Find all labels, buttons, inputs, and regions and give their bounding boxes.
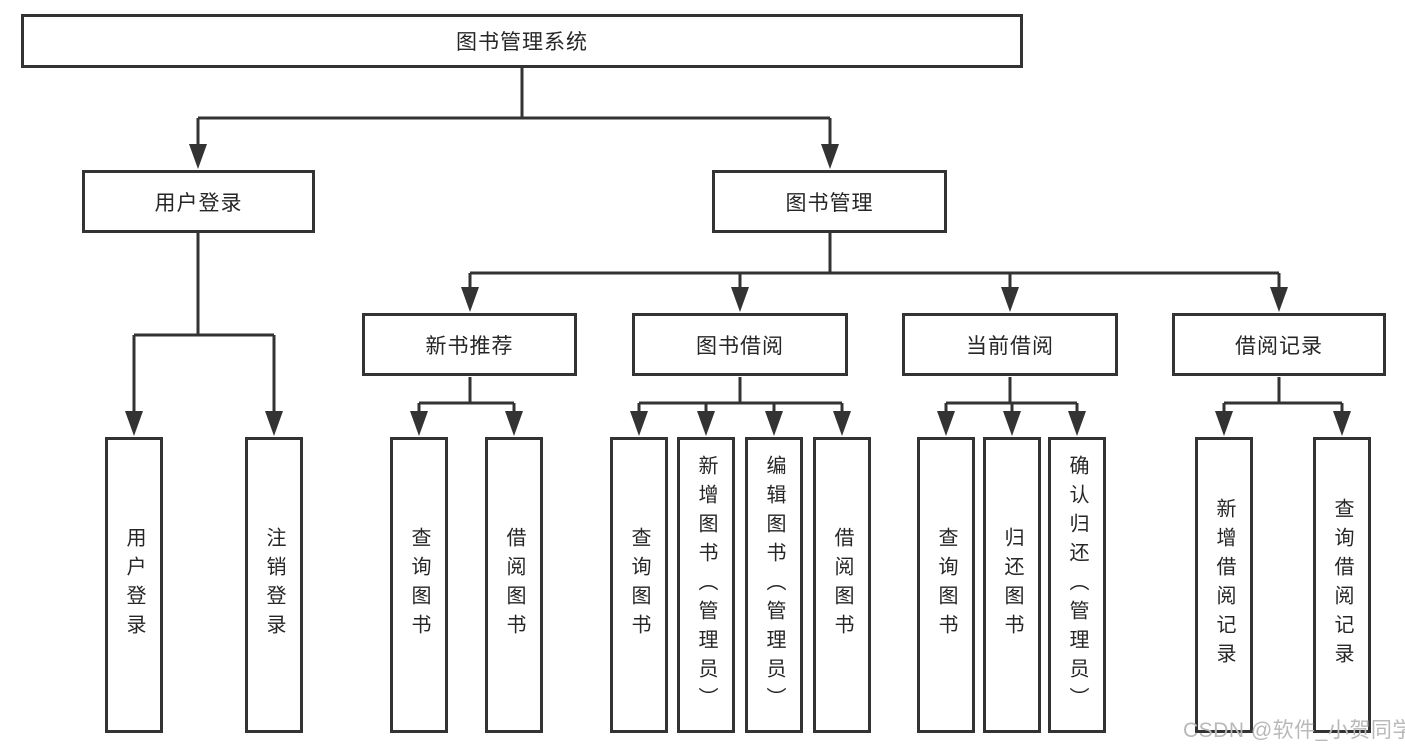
leaf-query-borrow-record: 查询借阅记录 <box>1313 437 1371 733</box>
leaf-recommend-query-books-label: 查询图书 <box>408 527 430 643</box>
leaf-add-borrow-record: 新增借阅记录 <box>1195 437 1253 733</box>
leaf-edit-books-admin-label: 编辑图书（管理员） <box>763 454 785 716</box>
leaf-borrowing-borrow-books: 借阅图书 <box>813 437 871 733</box>
leaf-confirm-return-admin-label: 确认归还（管理员） <box>1066 454 1088 716</box>
leaf-current-query-books-label: 查询图书 <box>935 527 957 643</box>
leaf-confirm-return-admin: 确认归还（管理员） <box>1048 437 1106 733</box>
node-user-login: 用户登录 <box>82 170 315 233</box>
leaf-add-books-admin-label: 新增图书（管理员） <box>695 454 717 716</box>
node-book-management: 图书管理 <box>712 170 947 233</box>
leaf-logout: 注销登录 <box>245 437 303 733</box>
leaf-edit-books-admin: 编辑图书（管理员） <box>745 437 803 733</box>
leaf-add-borrow-record-label: 新增借阅记录 <box>1213 498 1235 672</box>
arrowheads <box>125 144 1351 436</box>
node-book-borrowing: 图书借阅 <box>632 313 848 376</box>
csdn-watermark: CSDN @软件_小贺同学 <box>1183 719 1405 742</box>
leaf-borrowing-borrow-books-label: 借阅图书 <box>831 527 853 643</box>
leaf-add-books-admin: 新增图书（管理员） <box>677 437 735 733</box>
node-borrowing-records: 借阅记录 <box>1172 313 1386 376</box>
leaf-logout-label: 注销登录 <box>263 527 285 643</box>
leaf-recommend-borrow-books: 借阅图书 <box>485 437 543 733</box>
leaf-recommend-borrow-books-label: 借阅图书 <box>503 527 525 643</box>
node-current-borrowing: 当前借阅 <box>902 313 1118 376</box>
leaf-current-query-books: 查询图书 <box>917 437 975 733</box>
leaf-recommend-query-books: 查询图书 <box>390 437 448 733</box>
node-new-book-recommend: 新书推荐 <box>362 313 577 376</box>
leaf-user-login-label: 用户登录 <box>123 527 145 643</box>
leaf-query-borrow-record-label: 查询借阅记录 <box>1331 498 1353 672</box>
leaf-return-books-label: 归还图书 <box>1001 527 1023 643</box>
leaf-borrowing-query-books: 查询图书 <box>610 437 668 733</box>
leaf-user-login: 用户登录 <box>105 437 163 733</box>
leaf-return-books: 归还图书 <box>983 437 1041 733</box>
leaf-borrowing-query-books-label: 查询图书 <box>628 527 650 643</box>
node-root: 图书管理系统 <box>21 14 1023 68</box>
